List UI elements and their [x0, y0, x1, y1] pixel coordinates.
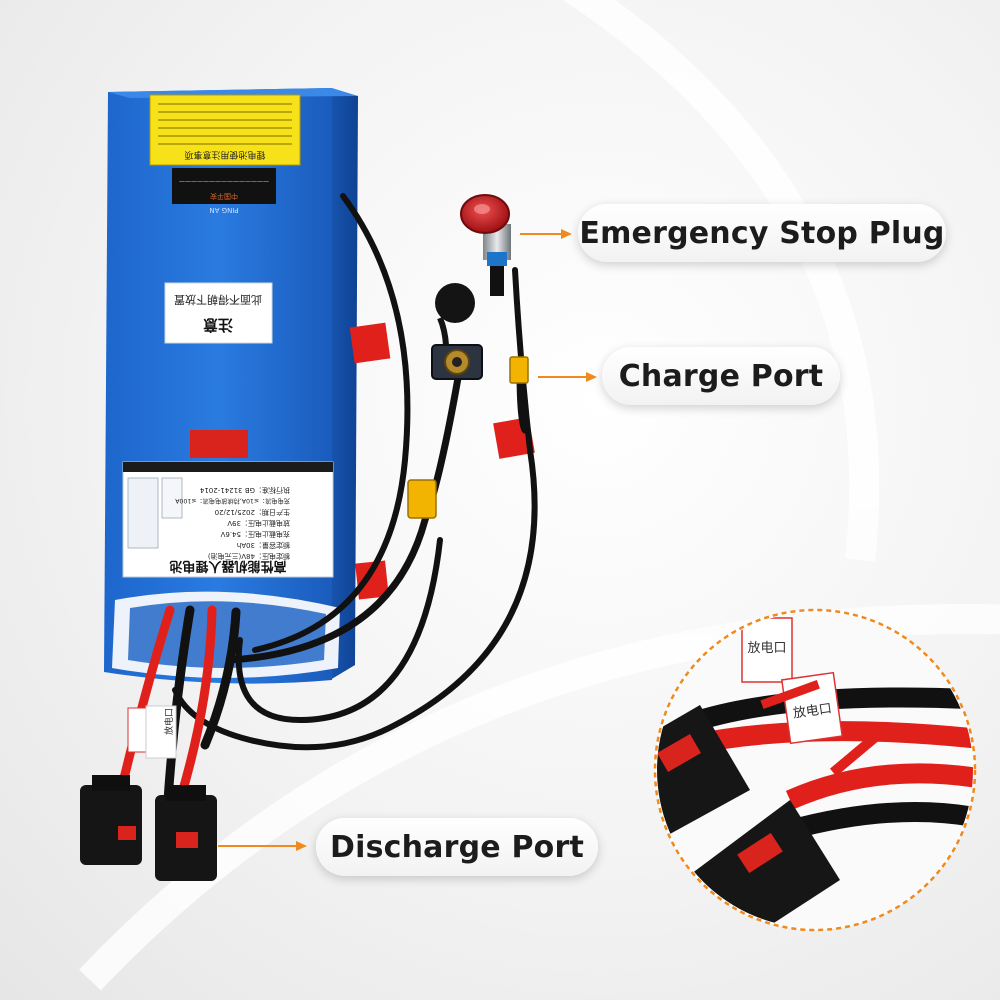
discharge-wires [115, 605, 241, 805]
spec-line-2: 额定容量：30Ah [237, 541, 290, 550]
warning-label: 锂电池使用注意事项 [149, 94, 301, 166]
zoom-inset: 放电口 放电口 [653, 608, 977, 932]
spec-label: 额定电压：48V(三元电池) 额定容量：30Ah 充电截止电压：54.6V 放电… [122, 461, 334, 578]
discharge-tags: 放电口 [127, 705, 177, 759]
spec-line-6: 充电电流：≤10A,持续放电电流：≤100A [174, 497, 290, 505]
black-wires [172, 193, 538, 751]
spec-line-5: 生产日期：2025/12/20 [215, 508, 290, 517]
charge-port[interactable] [431, 283, 483, 380]
insurance-brand-en: PING AN [209, 206, 238, 214]
zoom-connector-1 [657, 705, 750, 845]
discharge-tag-label: 放电口 [163, 708, 175, 735]
spec-line-1: 额定电压：48V(三元电池) [208, 552, 290, 561]
zoom-tag-label-1: 放电口 [747, 641, 786, 656]
warning-label-title: 锂电池使用注意事项 [184, 149, 265, 161]
wire-tabs [349, 322, 535, 600]
battery-pack: 锂电池使用注意事项 ——————————————— 中国平安 PING AN 此… [104, 88, 358, 684]
caution-title: 注意 [203, 316, 233, 334]
spec-title: 高性能机器人锂电池 [169, 558, 286, 574]
emergency-stop-callout: Emergency Stop Plug [578, 204, 946, 262]
svg-text:———————————————: ——————————————— [179, 178, 269, 185]
insurance-brand: 中国平安 [210, 192, 238, 201]
discharge-port-callout: Discharge Port [316, 818, 598, 876]
discharge-port[interactable] [80, 775, 217, 881]
caution-label: 此面不得朝下放置 注意 [164, 282, 273, 344]
charge-port-callout: Charge Port [602, 347, 840, 405]
emergency-stop-plug[interactable] [460, 194, 511, 296]
xt-connectors [407, 356, 529, 519]
battery-side-face [330, 90, 358, 680]
caution-text: 此面不得朝下放置 [174, 293, 262, 307]
callout-arrows [218, 229, 597, 851]
red-sticker [190, 430, 248, 458]
spec-line-4: 放电截止电压：39V [227, 519, 290, 528]
zoom-tag-label-2: 放电口 [792, 701, 833, 721]
insurance-label: ——————————————— 中国平安 [172, 168, 276, 204]
spec-line-3: 充电截止电压：54.6V [220, 530, 290, 539]
spec-line-7: 执行标准：GB 31241-2014 [199, 486, 290, 495]
